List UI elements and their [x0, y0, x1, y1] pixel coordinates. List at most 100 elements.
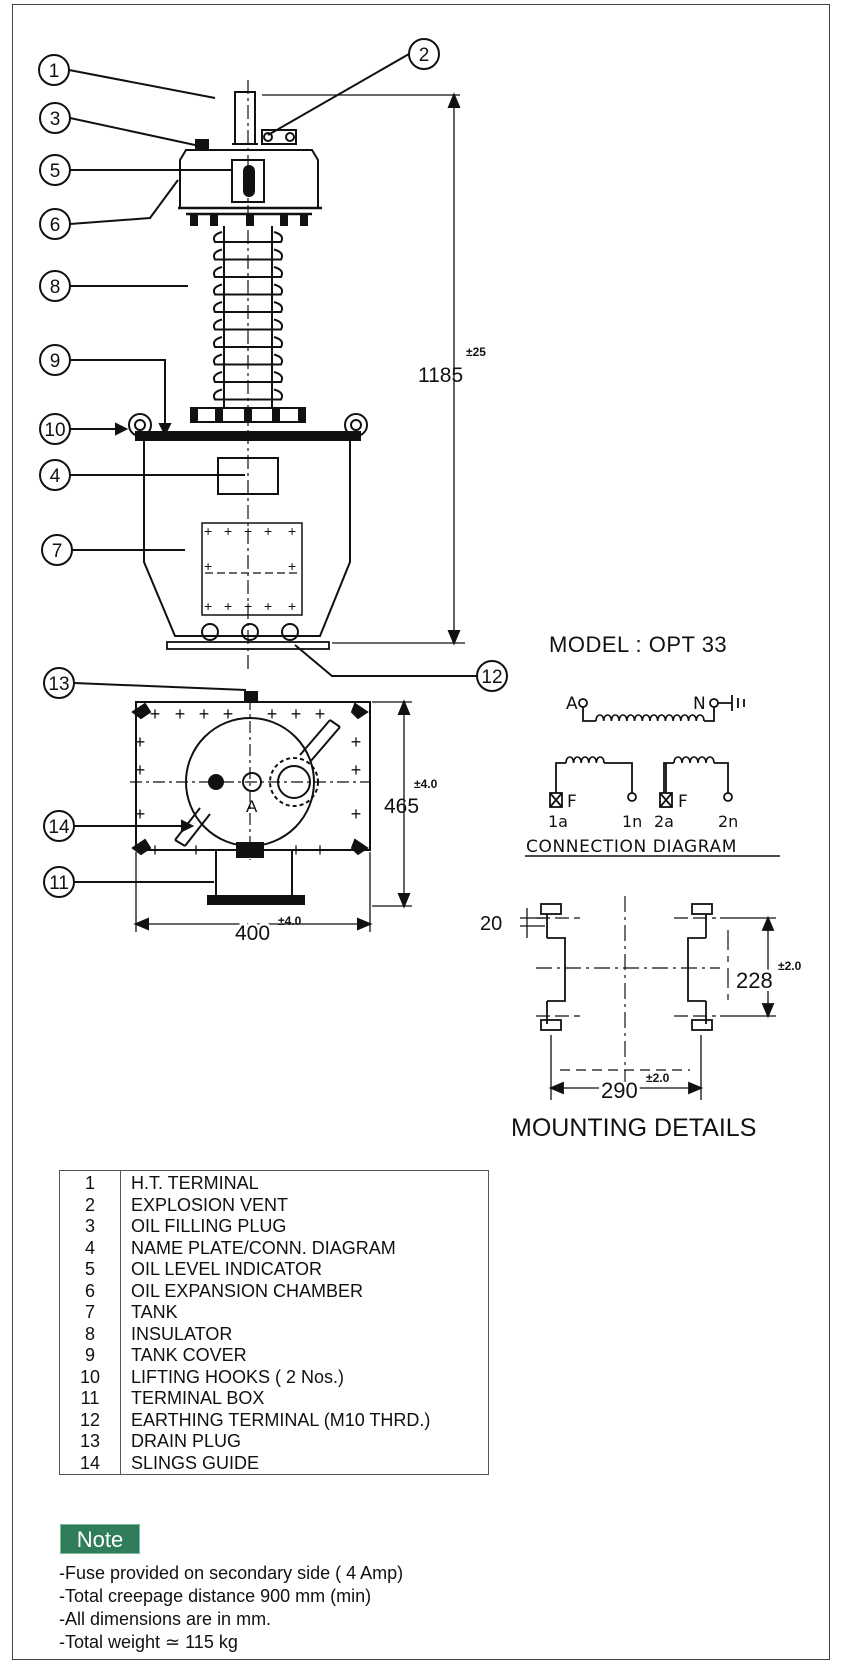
part-name: SLINGS GUIDE	[131, 1452, 260, 1473]
callout-12: 12	[294, 644, 508, 692]
parts-row: 1 H.T. TERMINAL	[59, 1170, 489, 1195]
plan-view: +++++++++++++++++	[130, 691, 412, 932]
height-dimension: 1185	[418, 364, 463, 387]
notes-list: -Fuse provided on secondary side ( 4 Amp…	[59, 1562, 403, 1654]
svg-text:8: 8	[50, 277, 61, 298]
part-name: TANK COVER	[131, 1345, 247, 1365]
svg-text:14: 14	[48, 817, 70, 838]
part-name: OIL EXPANSION CHAMBER	[131, 1280, 364, 1301]
note-item: -Total weight ≃ 115 kg	[59, 1632, 238, 1652]
part-number: 14	[59, 1452, 121, 1475]
terminal-1n-label: 1n	[622, 812, 642, 831]
depth-tolerance: ±4.0	[414, 777, 438, 791]
parts-row: 5 OIL LEVEL INDICATOR	[59, 1259, 489, 1281]
svg-text:+: +	[288, 558, 296, 574]
callout-14: 14	[43, 810, 195, 842]
svg-text:+: +	[204, 558, 212, 574]
callout-5: 5	[39, 154, 232, 186]
terminal-1a-label: 1a	[548, 812, 568, 831]
drawing-frame	[12, 4, 830, 1660]
svg-text:+: +	[264, 598, 272, 614]
part-number: 5	[59, 1259, 121, 1281]
callout-13: 13	[43, 667, 247, 699]
parts-row: 3 OIL FILLING PLUG	[59, 1216, 489, 1238]
callout-10: 10	[39, 413, 129, 445]
callout-7: 7	[41, 534, 185, 566]
svg-text:3: 3	[50, 109, 61, 130]
mount-width-dimension: 290	[601, 1078, 638, 1103]
part-number: 13	[59, 1431, 121, 1453]
parts-row: 9 TANK COVER	[59, 1345, 489, 1367]
svg-text:+: +	[204, 598, 212, 614]
insulator-shed	[212, 283, 284, 296]
callout-8: 8	[39, 270, 188, 302]
part-number: 3	[59, 1216, 121, 1238]
width-tolerance: ±4.0	[278, 914, 302, 928]
part-name: H.T. TERMINAL	[131, 1173, 259, 1193]
insulator-shed	[212, 266, 284, 278]
terminal-a-label: A	[566, 694, 578, 714]
callout-1: 1	[38, 54, 216, 99]
callout-4: 4	[39, 459, 245, 491]
svg-text:+: +	[264, 523, 272, 539]
plan-bolt-mark: +	[135, 732, 146, 752]
svg-text:9: 9	[50, 351, 61, 372]
part-number: 9	[59, 1345, 121, 1367]
svg-text:4: 4	[50, 466, 61, 487]
insulator-shed	[212, 318, 284, 331]
mounting-details	[520, 896, 776, 1100]
callout-9: 9	[39, 344, 172, 437]
mount-width-tolerance: ±2.0	[646, 1071, 670, 1085]
svg-text:11: 11	[49, 873, 69, 894]
part-name: INSULATOR	[131, 1323, 233, 1344]
svg-text:+: +	[288, 598, 296, 614]
svg-text:1: 1	[49, 61, 60, 82]
part-number: 1	[59, 1170, 121, 1195]
part-name: OIL LEVEL INDICATOR	[131, 1259, 323, 1279]
section-label: A	[246, 797, 258, 816]
parts-row: 12 EARTHING TERMINAL (M10 THRD.)	[59, 1409, 489, 1431]
plan-bolt-mark: +	[223, 704, 234, 724]
callout-2: 2	[267, 38, 440, 136]
height-tolerance: ±25	[466, 345, 486, 359]
mount-spacing-dimension: 228	[736, 968, 773, 993]
terminal-2n-label: 2n	[718, 812, 738, 831]
part-name: OIL FILLING PLUG	[131, 1216, 287, 1236]
insulator-core	[223, 226, 273, 408]
parts-row: 11 TERMINAL BOX	[59, 1388, 489, 1410]
part-name: TERMINAL BOX	[131, 1388, 265, 1408]
plan-bolt-mark: +	[199, 704, 210, 724]
part-name: EARTHING TERMINAL (M10 THRD.)	[131, 1409, 431, 1430]
terminal-2a-label: 2a	[654, 812, 674, 831]
svg-text:+: +	[224, 523, 232, 539]
front-elevation: +++++ ++ +++++	[128, 80, 465, 670]
svg-text:2: 2	[419, 45, 430, 66]
part-number: 12	[59, 1409, 121, 1431]
note-item: -Fuse provided on secondary side ( 4 Amp…	[59, 1563, 404, 1583]
svg-text:+: +	[224, 598, 232, 614]
part-name: NAME PLATE/CONN. DIAGRAM	[131, 1237, 396, 1258]
drain-plug	[244, 691, 258, 703]
model-label: MODEL : OPT 33	[549, 632, 728, 657]
callout-6: 6	[39, 179, 179, 240]
svg-text:5: 5	[50, 161, 61, 182]
depth-dimension: 465	[384, 795, 419, 818]
plan-bolt-mark: +	[291, 840, 302, 860]
mounting-details-title: MOUNTING DETAILS	[511, 1114, 757, 1142]
explosion-vent	[261, 129, 297, 145]
plan-bolt-mark: +	[150, 840, 161, 860]
plan-bolt-mark: +	[267, 704, 278, 724]
terminal-n-label: N	[693, 694, 706, 714]
svg-text:+: +	[288, 523, 296, 539]
callouts: 1 2 3 5 6 8 9 10	[38, 38, 508, 898]
fuse-1-label: F	[567, 792, 577, 812]
part-number: 11	[59, 1388, 121, 1410]
connection-diagram	[525, 695, 780, 857]
svg-text:+: +	[204, 523, 212, 539]
plan-bolt-mark: +	[291, 704, 302, 724]
